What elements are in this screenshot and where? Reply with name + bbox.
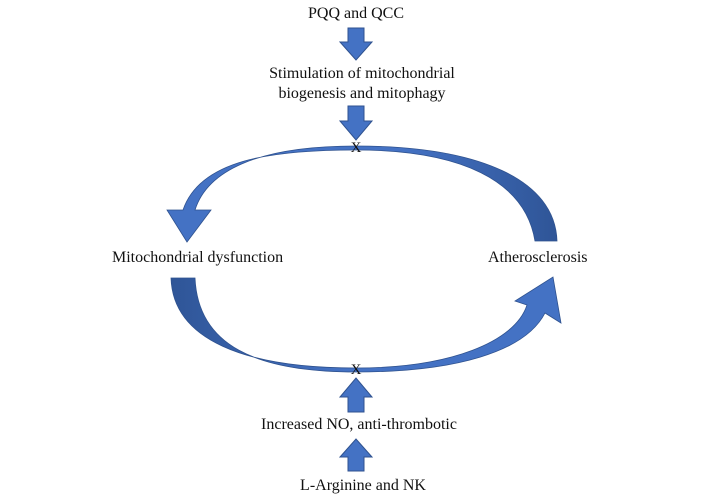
bottom-source-label: L-Arginine and NK [300,477,426,494]
up-arrow-bottom-1 [338,377,374,413]
mitochondrial-dysfunction-label: Mitochondrial dysfunction [112,249,284,266]
top-effect-label-line2: biogenesis and mitophagy [278,85,446,102]
bottom-effect-label: Increased NO, anti-thrombotic [261,416,457,433]
up-arrow-bottom-2 [338,438,374,472]
top-source-label: PQQ and QCC [307,5,405,22]
down-arrow-top-2 [338,105,374,141]
top-block-mark: X [350,140,362,156]
atherosclerosis-label: Atherosclerosis [488,249,588,266]
lower-cycle-arrow [170,276,562,373]
down-arrow-top-1 [338,27,374,61]
upper-cycle-arrow [166,145,558,243]
bottom-block-mark: X [350,362,362,378]
top-effect-label-line1: Stimulation of mitochondrial [269,65,455,82]
